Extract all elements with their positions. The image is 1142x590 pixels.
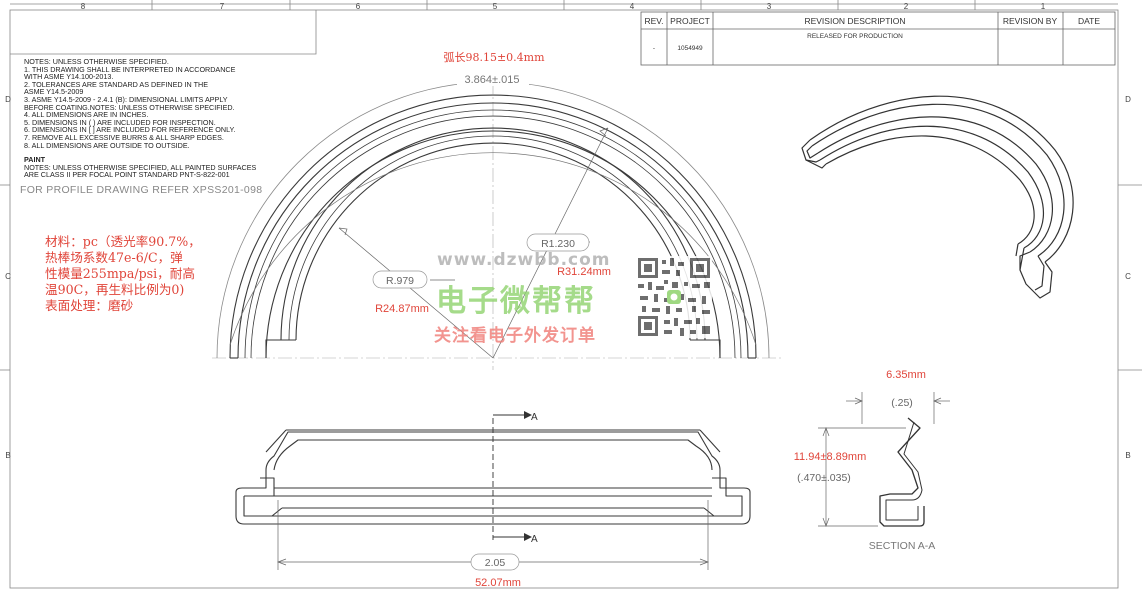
zone-label-top: 4 [630, 2, 635, 11]
rev-value: - [653, 45, 655, 52]
section-view: 6.35mm (.25) 11.94±8.89mm (.470±.035) SE… [794, 369, 950, 552]
date-header: DATE [1078, 16, 1100, 26]
note-line: 3. ASME Y14.5-2009 - 2.4.1 (b): DIMENSIO… [24, 94, 228, 104]
arc-length-dimension [229, 152, 757, 346]
project-header: PROJECT [670, 16, 710, 26]
description-header: REVISION DESCRIPTION [804, 16, 905, 26]
section-width-mm-label: 6.35mm [886, 369, 926, 381]
paint-title: PAINT [24, 155, 46, 165]
zone-label-right: C [1125, 272, 1131, 281]
section-title: SECTION A-A [869, 540, 936, 552]
paint-note-line: ARE CLASS II PER FOCAL POINT STANDARD PN… [24, 170, 230, 180]
revision-block: REV. PROJECT REVISION DESCRIPTION REVISI… [640, 11, 1116, 66]
zone-label-top: 8 [81, 2, 86, 11]
arc-length-mm-label: 弧长98.15±0.4mm [443, 50, 545, 64]
front-view [235, 429, 751, 525]
zone-label-right: B [1125, 451, 1130, 460]
general-notes: NOTES: UNLESS OTHERWISE SPECIFIED. 1. TH… [24, 58, 324, 179]
profile-drawing-reference: FOR PROFILE DRAWING REFER XPSS201-098 [20, 184, 263, 196]
watermark-name: 电子微帮帮 [436, 284, 596, 319]
revision-by-header: REVISION BY [1003, 16, 1058, 26]
watermark-slogan: 关注看电子外发订单 [434, 326, 596, 346]
section-height-in-label: (.470±.035) [797, 472, 851, 484]
note-line: 4. ALL DIMENSIONS ARE IN INCHES. [24, 110, 149, 120]
paint-note-line: NOTES: UNLESS OTHERWISE SPECIFIED, ALL P… [24, 162, 257, 172]
zone-label-top: 2 [904, 2, 909, 11]
section-marker-bottom: A [531, 534, 538, 545]
material-line: 表面处理：磨砂 [45, 298, 134, 313]
inner-radius-in-label: R.979 [386, 275, 414, 287]
zone-label-left: C [5, 272, 11, 281]
note-line: 2. TOLERANCES ARE STANDARD AS DEFINED IN… [24, 79, 208, 89]
watermark-url: www.dzwbb.com [437, 250, 611, 270]
zone-label-left: B [5, 451, 10, 460]
note-line: NOTES: UNLESS OTHERWISE SPECIFIED. [24, 57, 169, 66]
width-dimension: 2.05 52.07mm [277, 500, 709, 589]
arc-top-view [216, 81, 770, 359]
isometric-view [801, 95, 1074, 299]
material-line: 性模量255mpa/psi，耐高 [45, 266, 195, 281]
width-in-label: 2.05 [485, 557, 506, 569]
outer-radius-mm-label: R31.24mm [557, 266, 611, 278]
inner-radius-mm-label: R24.87mm [375, 303, 429, 315]
section-marker-top: A [531, 412, 538, 423]
zone-label-top: 3 [767, 2, 772, 11]
zone-label-top: 6 [356, 2, 361, 11]
material-line: 温90C，再生料比例为0) [45, 282, 185, 297]
zone-label-left: D [5, 95, 11, 104]
material-note: 材料：pc（透光率90.7%， 热棒场系数47e-6/C，弹 性模量255mpa… [45, 234, 230, 314]
zone-label-top: 7 [220, 2, 225, 11]
note-line: 8. ALL DIMENSIONS ARE OUTSIDE TO OUTSIDE… [24, 140, 190, 150]
note-line: 5. DIMENSIONS IN ( ) ARE INCLUDED FOR IN… [24, 117, 216, 127]
section-width-in-label: (.25) [891, 397, 913, 409]
description-value: RELEASED FOR PRODUCTION [807, 33, 903, 40]
zone-label-right: D [1125, 95, 1131, 104]
note-line: 1. THIS DRAWING SHALL BE INTERPRETED IN … [24, 64, 236, 74]
outer-radius-in-label: R1.230 [541, 238, 575, 250]
material-line: 材料：pc（透光率90.7%， [45, 234, 201, 249]
section-cut-line: A A [492, 411, 538, 545]
notes-frame [10, 10, 317, 55]
note-line: 6. DIMENSIONS IN [ ] ARE INCLUDED FOR RE… [24, 125, 236, 135]
material-line: 热棒场系数47e-6/C，弹 [45, 250, 183, 265]
note-line: WITH ASME Y14.100-2013. [24, 72, 114, 82]
project-value: 1054949 [677, 45, 703, 52]
zone-label-top: 5 [493, 2, 498, 11]
note-line: BEFORE COATING.NOTES: UNLESS OTHERWISE S… [24, 102, 235, 112]
qr-code-icon [636, 256, 712, 338]
rev-header: REV. [644, 16, 663, 26]
note-line: ASME Y14.5-2009 [24, 87, 84, 97]
arc-length-in-label: 3.864±.015 [465, 74, 520, 86]
dimension-labels: 弧长98.15±0.4mm 3.864±.015 R.979 R24.87mm … [372, 50, 611, 315]
section-height-mm-label: 11.94±8.89mm [794, 451, 866, 463]
width-mm-label: 52.07mm [475, 577, 521, 589]
zone-label-top: 1 [1041, 2, 1046, 11]
note-line: 7. REMOVE ALL EXCESSIVE BURRS & ALL SHAR… [24, 132, 224, 142]
